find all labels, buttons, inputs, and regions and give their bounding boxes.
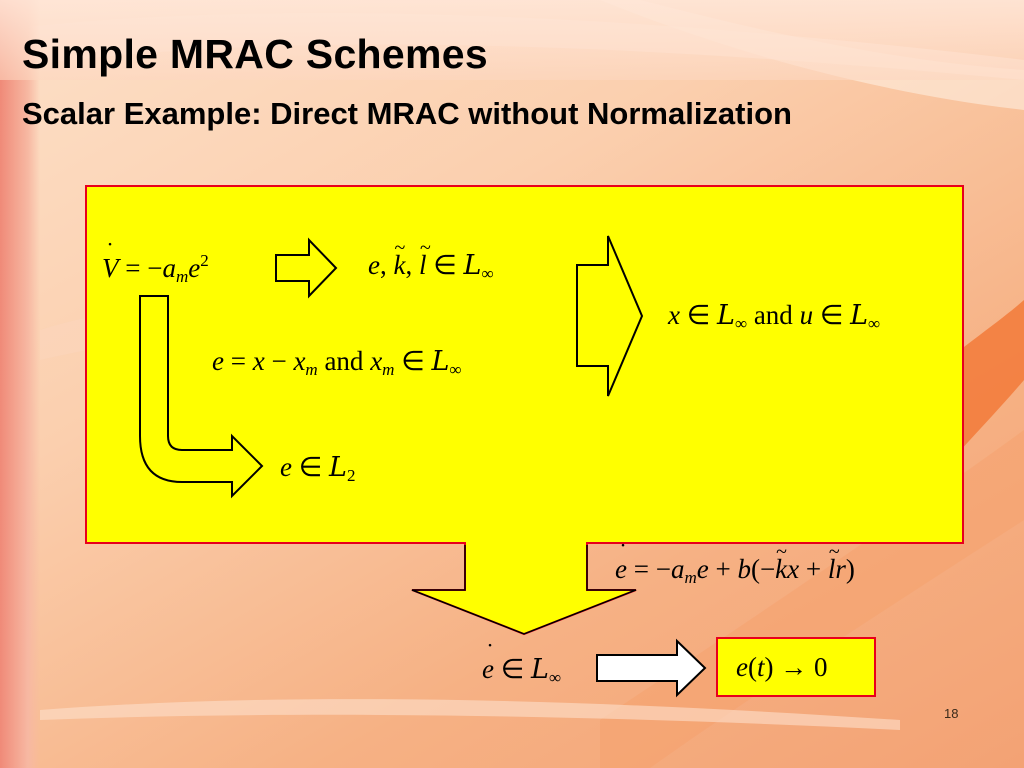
left-decoration-strip [0,0,40,768]
right-arrow-bottom [596,638,707,698]
bounded-signals-eq: e, k, l ∈ L∞ [368,252,494,283]
plant-bounded-eq: x ∈ L∞ and u ∈ L∞ [668,300,881,333]
error-L2-eq: e ∈ L2 [280,452,356,485]
error-definition-eq: e = x − xm and xm ∈ L∞ [212,346,462,379]
top-band [0,0,1024,80]
right-arrow-small [275,237,338,299]
convergence-eq: e(t) → 0 [736,652,828,682]
down-arrow-outline [411,545,637,635]
slide-subtitle: Scalar Example: Direct MRAC without Norm… [22,96,792,131]
error-dynamics-eq: e = −ame + b(−kx + lr) [615,556,855,587]
slide-number: 18 [944,706,959,721]
convergence-box [716,637,876,697]
edot-bounded-eq: e ∈ L∞ [482,656,561,687]
chevron-big-arrow [576,235,644,397]
curved-down-right-arrow [139,295,264,499]
lyapunov-derivative-eq: V = −ame2 [102,252,209,285]
slide-title: Simple MRAC Schemes [22,31,488,77]
